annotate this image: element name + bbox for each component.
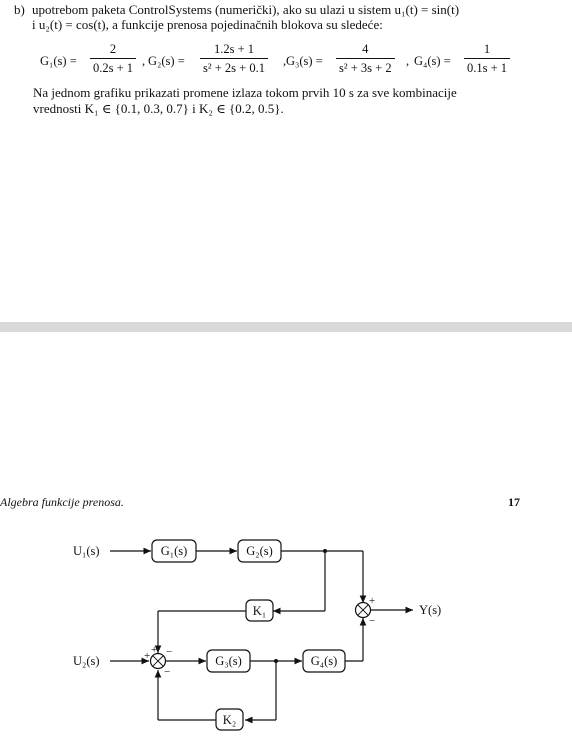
formula-g2-denominator: s² + 2s + 0.1 — [203, 61, 265, 75]
formula-g1-label: G₁(s) = — [40, 54, 77, 68]
formula-g2-sep: , — [283, 54, 287, 68]
task-line-1: b) upotrebom paketa ControlSystems (nume… — [14, 2, 534, 17]
paragraph-line-2: vrednosti K₁ ∈ {0.1, 0.3, 0.7} i K₂ ∈ {0… — [33, 101, 284, 116]
sum1-right-sign: − — [166, 646, 172, 658]
task-line-2: i u₂(t) = cos(t), a funkcije prenosa poj… — [14, 17, 534, 32]
formula-g2: G₂(s) = 1.2s + 1 s² + 2s + 0.1 , — [148, 42, 286, 78]
fraction-bar — [336, 58, 395, 59]
junction-dots — [274, 549, 327, 663]
page-separator — [0, 322, 572, 332]
formula-g4: G₄(s) = 1 0.1s + 1 — [414, 42, 524, 78]
task-line-1-text: upotrebom paketa ControlSystems (numerič… — [32, 2, 460, 17]
fraction-bar — [90, 58, 137, 59]
junction-dot — [274, 659, 278, 663]
formula-g2-numerator: 1.2s + 1 — [213, 42, 254, 56]
formula-g4-denominator: 0.1s + 1 — [467, 61, 508, 75]
block-k1 — [245, 599, 274, 622]
task-text: b) upotrebom paketa ControlSystems (nume… — [14, 2, 534, 32]
sum2-bottom-sign: − — [369, 615, 375, 627]
block-k2-label: K₂ — [223, 713, 236, 727]
block-g2 — [237, 539, 282, 563]
block-g4-label: G₄(s) — [311, 654, 338, 668]
sign-labels: + + − − + − — [144, 595, 375, 678]
running-header-title: Algebra funkcije prenosa. — [0, 495, 124, 509]
page-number: 17 — [508, 495, 520, 509]
page-top: b) upotrebom paketa ControlSystems (nume… — [0, 0, 572, 322]
formula-g1-numerator: 2 — [109, 42, 117, 56]
formula-g3-denominator: s² + 3s + 2 — [339, 61, 392, 75]
fraction-bar — [464, 58, 511, 59]
sum1-left-sign: + — [144, 650, 150, 662]
input-u1-label: U₁(s) — [73, 544, 100, 558]
signal-lines — [110, 547, 413, 724]
formula-g3-label: G₃(s) = — [286, 54, 323, 68]
block-g1 — [151, 539, 197, 563]
formula-g4-label: G₄(s) = — [414, 54, 451, 68]
formula-g2-label: G₂(s) = — [148, 54, 185, 68]
formula-g4-fraction: 1 0.1s + 1 — [464, 42, 511, 75]
junction-dot — [323, 549, 327, 553]
formula-g2-fraction: 1.2s + 1 s² + 2s + 0.1 — [200, 42, 268, 75]
block-diagram: U₁(s) U₂(s) Y(s) G₁(s) G₂(s) K₁ G₃(s) G₄… — [73, 539, 441, 731]
block-g4 — [302, 649, 346, 673]
block-g2-label: G₂(s) — [246, 544, 273, 558]
task-line-2-text: i u₂(t) = cos(t), a funkcije prenosa poj… — [32, 17, 383, 32]
sum1-bottom-sign: − — [164, 666, 170, 678]
summing-junction-1 — [149, 652, 167, 670]
formula-g3-sep: , — [406, 54, 410, 68]
input-u2-label: U₂(s) — [73, 654, 100, 668]
fraction-bar — [200, 58, 268, 59]
diagram-labels: U₁(s) U₂(s) Y(s) G₁(s) G₂(s) K₁ G₃(s) G₄… — [73, 544, 441, 727]
sum2-top-sign: + — [369, 595, 375, 607]
block-g1-label: G₁(s) — [161, 544, 188, 558]
block-g3-label: G₃(s) — [215, 654, 242, 668]
instruction-paragraph: Na jednom grafiku prikazati promene izla… — [33, 85, 523, 117]
paragraph-line-1: Na jednom grafiku prikazati promene izla… — [33, 85, 457, 100]
formula-g1: G₁(s) = 2 0.2s + 1 , — [40, 42, 152, 78]
formula-g1-sep: , — [142, 54, 146, 68]
transfer-functions: G₁(s) = 2 0.2s + 1 , G₂(s) = 1.2s + 1 s²… — [40, 42, 540, 78]
blocks — [151, 539, 346, 731]
formula-g1-denominator: 0.2s + 1 — [93, 61, 134, 75]
task-marker: b) — [14, 2, 25, 17]
summing-junction-2 — [354, 601, 372, 619]
block-k2 — [215, 708, 244, 731]
formula-g3-numerator: 4 — [362, 42, 369, 56]
formula-g1-fraction: 2 0.2s + 1 — [90, 42, 137, 75]
sum1-top-sign: + — [151, 644, 157, 656]
formula-g3: G₃(s) = 4 s² + 3s + 2 , — [286, 42, 410, 78]
block-k1-label: K₁ — [253, 604, 266, 618]
block-g3 — [206, 649, 251, 673]
formula-g3-fraction: 4 s² + 3s + 2 — [336, 42, 395, 75]
page-bottom: Algebra funkcije prenosa. 17 — [0, 332, 572, 743]
formula-g4-numerator: 1 — [483, 42, 491, 56]
output-y-label: Y(s) — [419, 603, 441, 617]
